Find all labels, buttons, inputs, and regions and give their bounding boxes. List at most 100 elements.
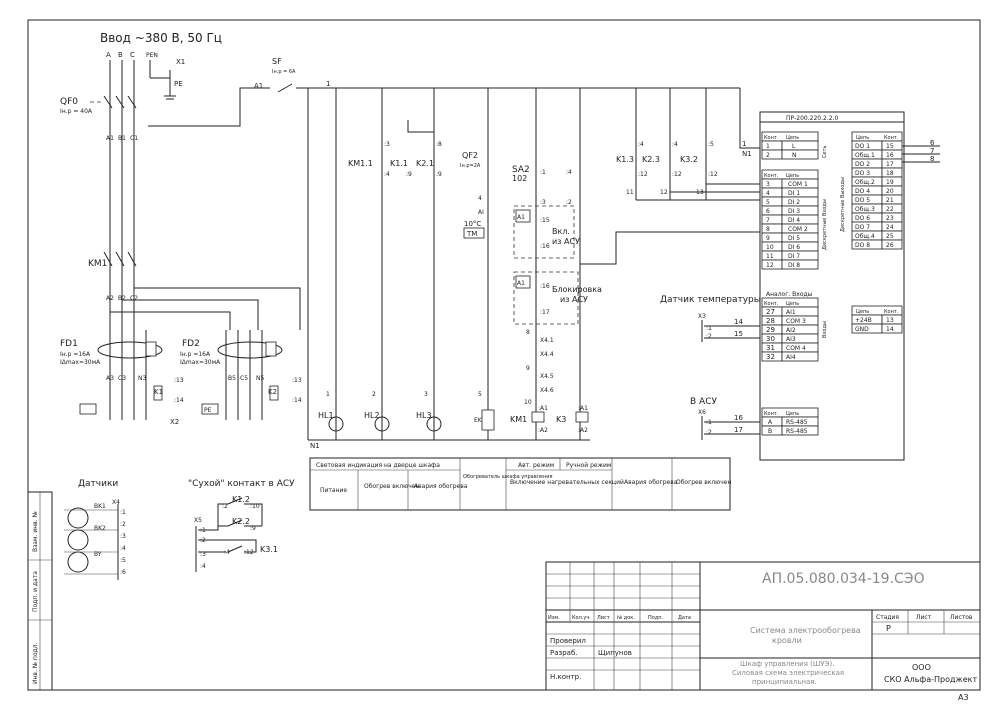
head-kolich: Кол.уч.: [572, 615, 591, 621]
temp-sensor-title: Датчик температуры: [660, 295, 761, 305]
do-kont-1: 16: [886, 152, 894, 159]
k2-term-13: :13: [292, 377, 302, 384]
sensor-by: BY: [94, 551, 102, 558]
phase-a-label: A: [106, 51, 111, 59]
x6-label: X6: [698, 409, 706, 416]
k3-coil: [575, 411, 589, 423]
ai-kont-5: 32: [766, 353, 775, 361]
phase-pen-label: PEN: [146, 52, 158, 59]
fd1-label: FD1: [60, 339, 78, 349]
sheet-line-3: принципиальная.: [752, 678, 817, 686]
do-cep-8: DO 6: [855, 215, 870, 222]
sensors-title: Датчики: [78, 479, 118, 489]
pwr-head-kont: Конт.: [884, 309, 899, 315]
x5-t3: :3: [200, 551, 206, 558]
blok-t17: :17: [540, 309, 550, 316]
k32-label: K3.2: [680, 155, 698, 164]
k11-bridge: [407, 120, 434, 133]
k23-t12: :12: [672, 171, 682, 178]
wire-b1-label: B1: [118, 135, 126, 142]
k23-label: K2.3: [642, 155, 660, 164]
di-kont-0: 3: [766, 181, 770, 188]
k2-label: K2: [268, 388, 277, 396]
legend-heat-on: Обогрев включен: [364, 483, 419, 490]
x5-t4: :4: [200, 563, 206, 570]
ai-head-kont: Конт.: [764, 301, 779, 307]
asu-title: В АСУ: [690, 397, 717, 407]
di-cep-9: DI 8: [788, 262, 800, 269]
power-bus-lines: [110, 287, 301, 330]
ai-kont-2: 29: [766, 326, 775, 334]
module-n1: N1: [742, 150, 752, 158]
k21-label: K2.1: [416, 159, 434, 168]
pe-fd1-box: [79, 403, 97, 415]
k1-term-13: :13: [174, 377, 184, 384]
legend-heat-fault: Авария обогрева: [414, 483, 468, 490]
ek-heater: [481, 409, 495, 431]
blok-iz-asu: из АСУ: [560, 295, 588, 304]
power-side: Сеть: [822, 146, 828, 158]
x4-label: X4: [112, 499, 120, 506]
sheet-frame: [27, 19, 981, 691]
legend-door: Световая индикация на дверце шкафа: [316, 462, 440, 469]
power-cep-1: N: [792, 152, 797, 159]
k1-term-14: :14: [174, 397, 184, 404]
di-cep-3: DI 3: [788, 208, 800, 215]
lists-head: Листов: [950, 614, 973, 621]
sa2-t4: :4: [566, 169, 572, 176]
sheet-line-2: Силовая схема электрическая: [732, 669, 844, 677]
sheet-line-1: Шкаф управления (ШУЭ).: [740, 660, 834, 668]
do-kont-8: 23: [886, 215, 894, 222]
fd1-out-n3: N3: [138, 375, 146, 382]
ai-cep-4: COM 4: [786, 345, 806, 352]
k21-t9: :9: [436, 171, 442, 178]
module-outline: [759, 111, 905, 461]
x1-label: X1: [176, 58, 185, 66]
system-line-1: Система электрообогрева: [750, 626, 861, 635]
do-out-wire-0: 6: [930, 139, 935, 147]
vkl-a1-label: A1: [517, 214, 525, 221]
di-head-kont: Конт.: [764, 173, 779, 179]
di-kont-1: 4: [766, 190, 770, 197]
fd2-rcd-symbol: [217, 330, 283, 420]
km1-a2: :A2: [538, 427, 548, 434]
di-cep-7: DI 6: [788, 244, 800, 251]
system-line-2: кровли: [772, 636, 802, 645]
do-head-kont: Конт.: [884, 135, 899, 141]
ek-label: EK: [474, 417, 483, 424]
di-cep-cell: [781, 259, 819, 270]
org-line-1: ООО: [912, 663, 931, 672]
k1-coil: [153, 385, 163, 401]
vkl-a1-box: [515, 209, 531, 223]
legend-power: Питание: [320, 487, 347, 494]
legend-manual: Ручной режим: [566, 462, 611, 469]
power-cep-0: L: [792, 143, 796, 150]
asu-wire-16: 16: [734, 414, 743, 422]
k13-t4: :4: [638, 141, 644, 148]
legend-cab-heater: Обогреватель шкафа управления: [463, 474, 553, 480]
hl2-label: HL2: [364, 411, 380, 420]
dry-k22: K2.2: [232, 517, 250, 526]
rs-kont-0: A: [768, 419, 773, 426]
fd1-out-c3: C3: [118, 375, 126, 382]
stage-head: Стадия: [876, 614, 899, 621]
fd2-out-b5: B5: [228, 375, 236, 382]
module-wire-1: 1: [742, 140, 746, 148]
di-kont-cell: [761, 214, 783, 225]
do-cep-7: Общ.3: [855, 206, 875, 213]
vkl-t16: :16: [540, 243, 550, 250]
ai-temp: 10°C: [464, 220, 481, 228]
stamp-sign: Подп. и дата: [32, 571, 39, 612]
control-verticals: [307, 88, 707, 441]
di-kont-3: 6: [766, 208, 770, 215]
do-cep-3: DO 3: [855, 170, 870, 177]
pwr-kont-1: 14: [886, 326, 894, 333]
di-cep-0: COM 1: [788, 181, 808, 188]
rs-cep-0: RS-485: [786, 419, 808, 426]
legend-table: [309, 457, 731, 511]
ai-cep-5: AI4: [786, 354, 796, 361]
developer-name: Щипунов: [598, 649, 632, 657]
km1-power-label: KM1: [88, 259, 107, 269]
wire-b2-label: B2: [118, 295, 126, 302]
